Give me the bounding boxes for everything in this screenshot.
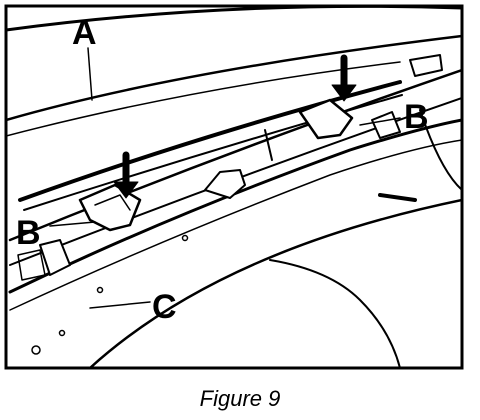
push-arrow-left [113, 151, 139, 199]
leader-a [87, 47, 93, 101]
callout-b-right: B [404, 98, 429, 136]
headliner-edge-inner [9, 139, 462, 311]
figure-caption: Figure 9 [200, 386, 281, 411]
a-pillar-edge [419, 109, 462, 191]
seal-channel [8, 68, 462, 242]
roof-front-edge [6, 34, 462, 122]
callout-b-left: B [16, 214, 41, 252]
mount-hole [96, 286, 104, 294]
retainer-pin [264, 129, 273, 161]
right-clip [298, 98, 354, 140]
mount-hole [58, 329, 66, 337]
left-clip-detail [94, 194, 131, 211]
leader-b-left [49, 221, 96, 227]
push-arrow-right [331, 54, 357, 102]
vent-slot [378, 193, 417, 202]
leader-b-right [359, 117, 401, 126]
left-bracket [39, 239, 71, 276]
callout-c: C [152, 288, 177, 326]
headliner-edge [8, 118, 462, 294]
windshield-lower-curve [88, 198, 462, 368]
mount-hole [181, 234, 189, 242]
left-bracket-back [17, 249, 46, 281]
upper-right-bracket [409, 54, 443, 77]
dash-contour [269, 259, 401, 368]
leader-c [89, 301, 151, 309]
mount-hole [31, 345, 41, 355]
roof-top-edge [6, 6, 462, 32]
callout-a: A [72, 14, 97, 52]
centre-clip [204, 169, 246, 199]
